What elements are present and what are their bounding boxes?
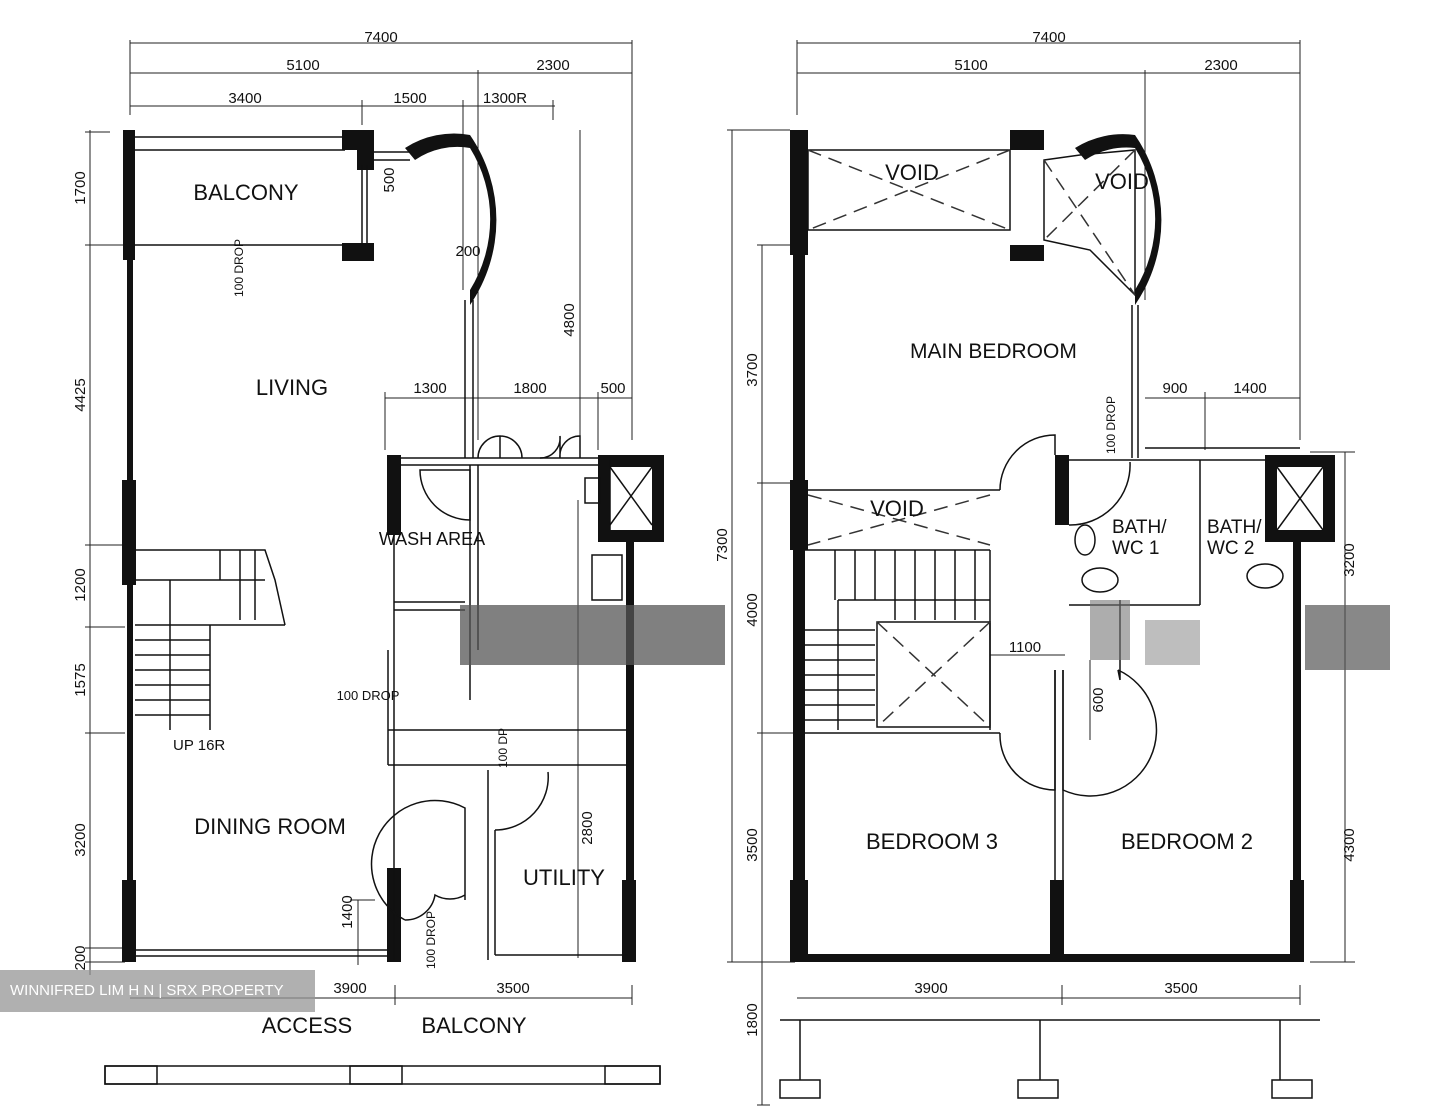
room-label-bath-wc-2: BATH/ WC 2 — [1207, 517, 1262, 559]
dim-label: 5100 — [286, 57, 319, 74]
drop-label: 100 DP — [496, 728, 510, 768]
dim-label: 3500 — [496, 980, 529, 997]
kitchen-counter-photo-overlay — [460, 605, 725, 665]
room-label-bedroom-2: BEDROOM 2 — [1121, 829, 1253, 854]
upper-dimension-labels: 7400 5100 2300 900 1400 3700 7300 4000 3… — [714, 29, 1358, 1037]
dim-label: 2300 — [1204, 57, 1237, 74]
dim-label: 2800 — [579, 811, 596, 844]
dim-label: 3200 — [72, 823, 89, 856]
dim-label: 3900 — [914, 980, 947, 997]
dim-label: 3200 — [1341, 543, 1358, 576]
room-label-living: LIVING — [256, 375, 328, 400]
drop-label: 100 DROP — [232, 239, 246, 297]
dim-label: 2300 — [536, 57, 569, 74]
lower-floor-plan: BALCONY LIVING WASH AREA DINING ROOM UTI… — [72, 29, 725, 1085]
room-label-access-balcony: BALCONY — [421, 1013, 526, 1038]
dim-label: 200 — [455, 243, 480, 260]
dim-label: 4425 — [72, 378, 89, 411]
upper-dimension-lines — [727, 40, 1355, 1106]
room-label-void: VOID — [1095, 169, 1149, 194]
dim-label: 3700 — [744, 353, 761, 386]
dim-label: 500 — [381, 167, 398, 192]
dim-label: 1200 — [72, 568, 89, 601]
dim-label: 3500 — [744, 828, 761, 861]
dim-label: 900 — [1162, 380, 1187, 397]
lower-dimension-lines — [85, 40, 633, 1005]
room-label-bedroom-3: BEDROOM 3 — [866, 829, 998, 854]
dim-label: 4300 — [1341, 828, 1358, 861]
upper-interior-lines — [779, 149, 1324, 1099]
photo-overlay — [1305, 605, 1390, 670]
dim-label: 1800 — [744, 1003, 761, 1036]
dim-label: 3400 — [228, 90, 261, 107]
room-label-void: VOID — [885, 160, 939, 185]
upper-walls — [790, 130, 1335, 962]
dim-label: 4000 — [744, 593, 761, 626]
lower-interior-lines — [104, 136, 661, 1085]
room-label-utility: UTILITY — [523, 865, 605, 890]
photo-overlay — [1145, 620, 1200, 665]
dim-label: 600 — [1090, 687, 1107, 712]
room-label-void: VOID — [870, 496, 924, 521]
dim-label: 1300 — [413, 380, 446, 397]
dim-label: 200 — [72, 945, 89, 970]
room-label-dining-room: DINING ROOM — [194, 814, 346, 839]
dim-label: 1800 — [513, 380, 546, 397]
room-label-main-bedroom: MAIN BEDROOM — [910, 340, 1077, 363]
dim-label: 1400 — [1233, 380, 1266, 397]
stair-label: UP 16R — [173, 737, 225, 754]
dim-label: 1575 — [72, 663, 89, 696]
photo-overlay — [1090, 600, 1130, 660]
dim-label: 1100 — [1009, 639, 1041, 656]
dim-label: 500 — [600, 380, 625, 397]
dim-label: 1500 — [393, 90, 426, 107]
upper-floor-plan: VOID VOID MAIN BEDROOM VOID BEDROOM 3 BE… — [714, 29, 1390, 1106]
drop-label: 100 DROP — [337, 688, 400, 703]
dim-label: 7400 — [364, 29, 397, 46]
dim-label: 7300 — [714, 528, 731, 561]
lower-walls — [122, 130, 664, 962]
room-label-wash-area: WASH AREA — [379, 529, 485, 549]
dim-label: 1700 — [72, 171, 89, 204]
dim-label: 3500 — [1164, 980, 1197, 997]
dim-label: 1300R — [483, 90, 527, 107]
watermark: WINNIFRED LIM H N | SRX PROPERTY — [0, 970, 315, 1012]
dim-label: 1400 — [339, 895, 356, 928]
room-label-access: ACCESS — [262, 1013, 352, 1038]
drop-label: 100 DROP — [424, 911, 438, 969]
dim-label: 4800 — [561, 303, 578, 336]
dim-label: 5100 — [954, 57, 987, 74]
room-label-bath-wc-1: BATH/ WC 1 — [1112, 517, 1167, 559]
lower-dimension-labels: 7400 5100 2300 3400 1500 1300R 1700 4425… — [72, 29, 626, 997]
dim-label: 3900 — [333, 980, 366, 997]
drop-label: 100 DROP — [1104, 396, 1118, 454]
dim-label: 7400 — [1032, 29, 1065, 46]
room-label-balcony: BALCONY — [193, 180, 298, 205]
